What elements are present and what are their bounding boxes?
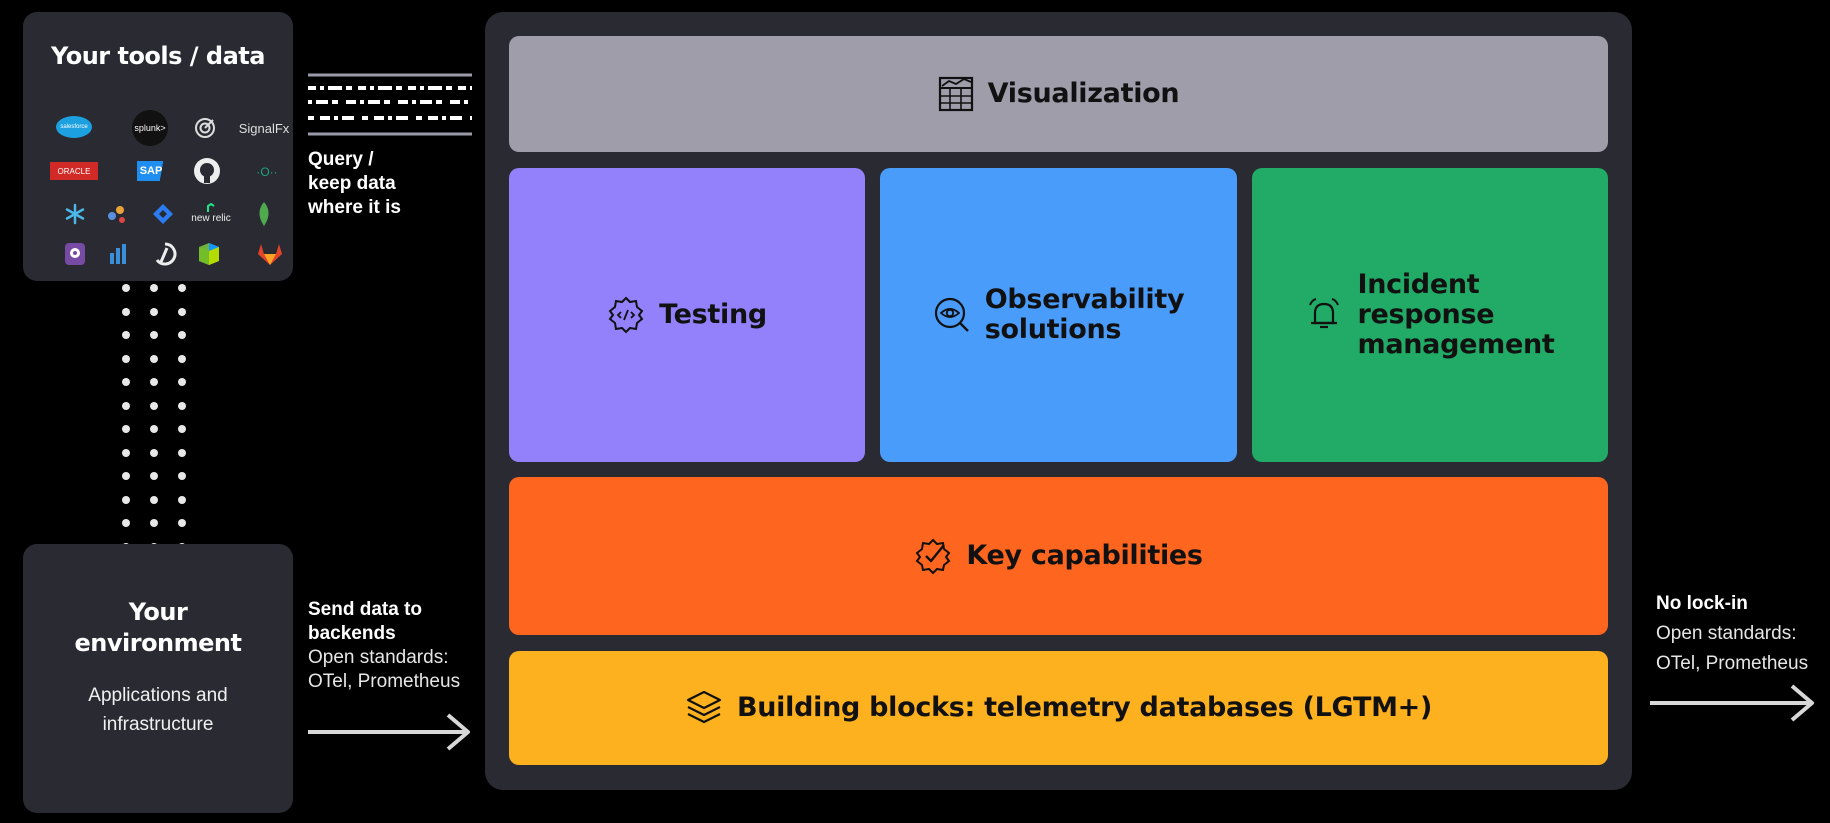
tools-logo-grid: salesforce splunk> SignalFx ORACLE SAP ·… xyxy=(45,107,289,269)
connector-dot xyxy=(150,472,158,480)
connector-dot xyxy=(150,284,158,292)
tools-panel: Your tools / data salesforce splunk> Sig… xyxy=(23,12,293,281)
honeycomb-icon xyxy=(107,242,131,266)
no-lock-in-arrow-icon xyxy=(1650,684,1814,722)
connector-dot xyxy=(150,495,158,504)
send-data-label: Send data to backends Open standards: OT… xyxy=(308,599,461,692)
incident-label: Incident response management xyxy=(1357,269,1555,360)
eye-magnifier-icon xyxy=(933,296,971,334)
connector-dot xyxy=(178,307,186,316)
lightstep-icon xyxy=(152,241,178,267)
no-lock-in-label: No lock-in Open standards: OTel, Prometh… xyxy=(1656,593,1809,674)
key-capabilities-block: Key capabilities xyxy=(509,477,1608,635)
connector-dot xyxy=(150,425,158,433)
connector-dot xyxy=(178,495,186,504)
connector-dot xyxy=(150,354,158,363)
connector-dot xyxy=(122,378,130,386)
testing-label: Testing xyxy=(659,299,767,330)
connector-dot xyxy=(122,354,130,363)
connector-dot xyxy=(122,472,130,480)
dynatrace-icon xyxy=(195,240,223,268)
splunk-logo: splunk> xyxy=(132,110,168,146)
environment-subtitle: Applications and infrastructure xyxy=(88,685,228,735)
gear-code-icon xyxy=(607,296,645,334)
visualization-label: Visualization xyxy=(987,78,1180,109)
visualization-block: Visualization xyxy=(509,36,1608,152)
send-arrow-icon xyxy=(308,713,470,751)
connector-dot xyxy=(122,401,130,410)
connector-dot xyxy=(150,401,158,410)
query-data-stream-graphic xyxy=(308,73,472,136)
connector-dot xyxy=(150,519,158,527)
snowflake-icon xyxy=(63,202,87,226)
alarm-bell-icon xyxy=(1305,296,1343,334)
connector-dot xyxy=(178,401,186,410)
target-logo-icon xyxy=(193,116,217,140)
newrelic-logo: new relic xyxy=(185,199,237,227)
connector-dot xyxy=(122,448,130,457)
testing-block: Testing xyxy=(509,168,865,462)
connector-dot xyxy=(178,284,186,292)
tools-title: Your tools / data xyxy=(51,42,265,70)
connector-dot xyxy=(150,331,158,339)
molecule-logo-icon xyxy=(105,202,129,226)
signalfx-logo: SignalFx xyxy=(238,120,290,136)
table-chart-icon xyxy=(938,76,974,112)
connector-dot xyxy=(122,519,130,527)
connector-dot xyxy=(178,354,186,363)
mongodb-icon xyxy=(255,200,273,228)
observability-label: Observability solutions xyxy=(984,284,1185,345)
dotted-logo: ·O·· xyxy=(256,165,278,179)
oracle-logo: ORACLE xyxy=(50,162,98,180)
connector-dot xyxy=(150,448,158,457)
datadog-icon xyxy=(62,240,88,268)
incident-block: Incident response management xyxy=(1252,168,1608,462)
dotted-connector xyxy=(122,284,194,551)
environment-panel: Your environment Applications and infras… xyxy=(23,544,293,813)
connector-dot xyxy=(122,307,130,316)
connector-dot xyxy=(178,519,186,527)
query-label: Query / keep data where it is xyxy=(308,149,401,218)
connector-dot xyxy=(150,378,158,386)
connector-dot xyxy=(122,331,130,339)
building-blocks-block: Building blocks: telemetry databases (LG… xyxy=(509,651,1608,765)
layers-icon xyxy=(685,689,723,727)
environment-title: Your environment xyxy=(74,598,243,657)
connector-dot xyxy=(178,472,186,480)
key-capabilities-label: Key capabilities xyxy=(966,540,1203,571)
badge-check-icon xyxy=(914,537,952,575)
connector-dot xyxy=(178,448,186,457)
gitlab-icon xyxy=(256,240,284,268)
connector-dot xyxy=(122,495,130,504)
connector-dot xyxy=(178,331,186,339)
connector-dot xyxy=(178,378,186,386)
connector-dot xyxy=(122,284,130,292)
building-blocks-label: Building blocks: telemetry databases (LG… xyxy=(736,692,1432,723)
sap-logo: SAP xyxy=(137,161,171,181)
jira-icon xyxy=(151,202,175,226)
connector-dot xyxy=(122,425,130,433)
salesforce-logo: salesforce xyxy=(55,114,93,140)
connector-dot xyxy=(178,425,186,433)
observability-block: Observability solutions xyxy=(880,168,1237,462)
connector-dot xyxy=(150,307,158,316)
github-icon xyxy=(192,156,222,186)
